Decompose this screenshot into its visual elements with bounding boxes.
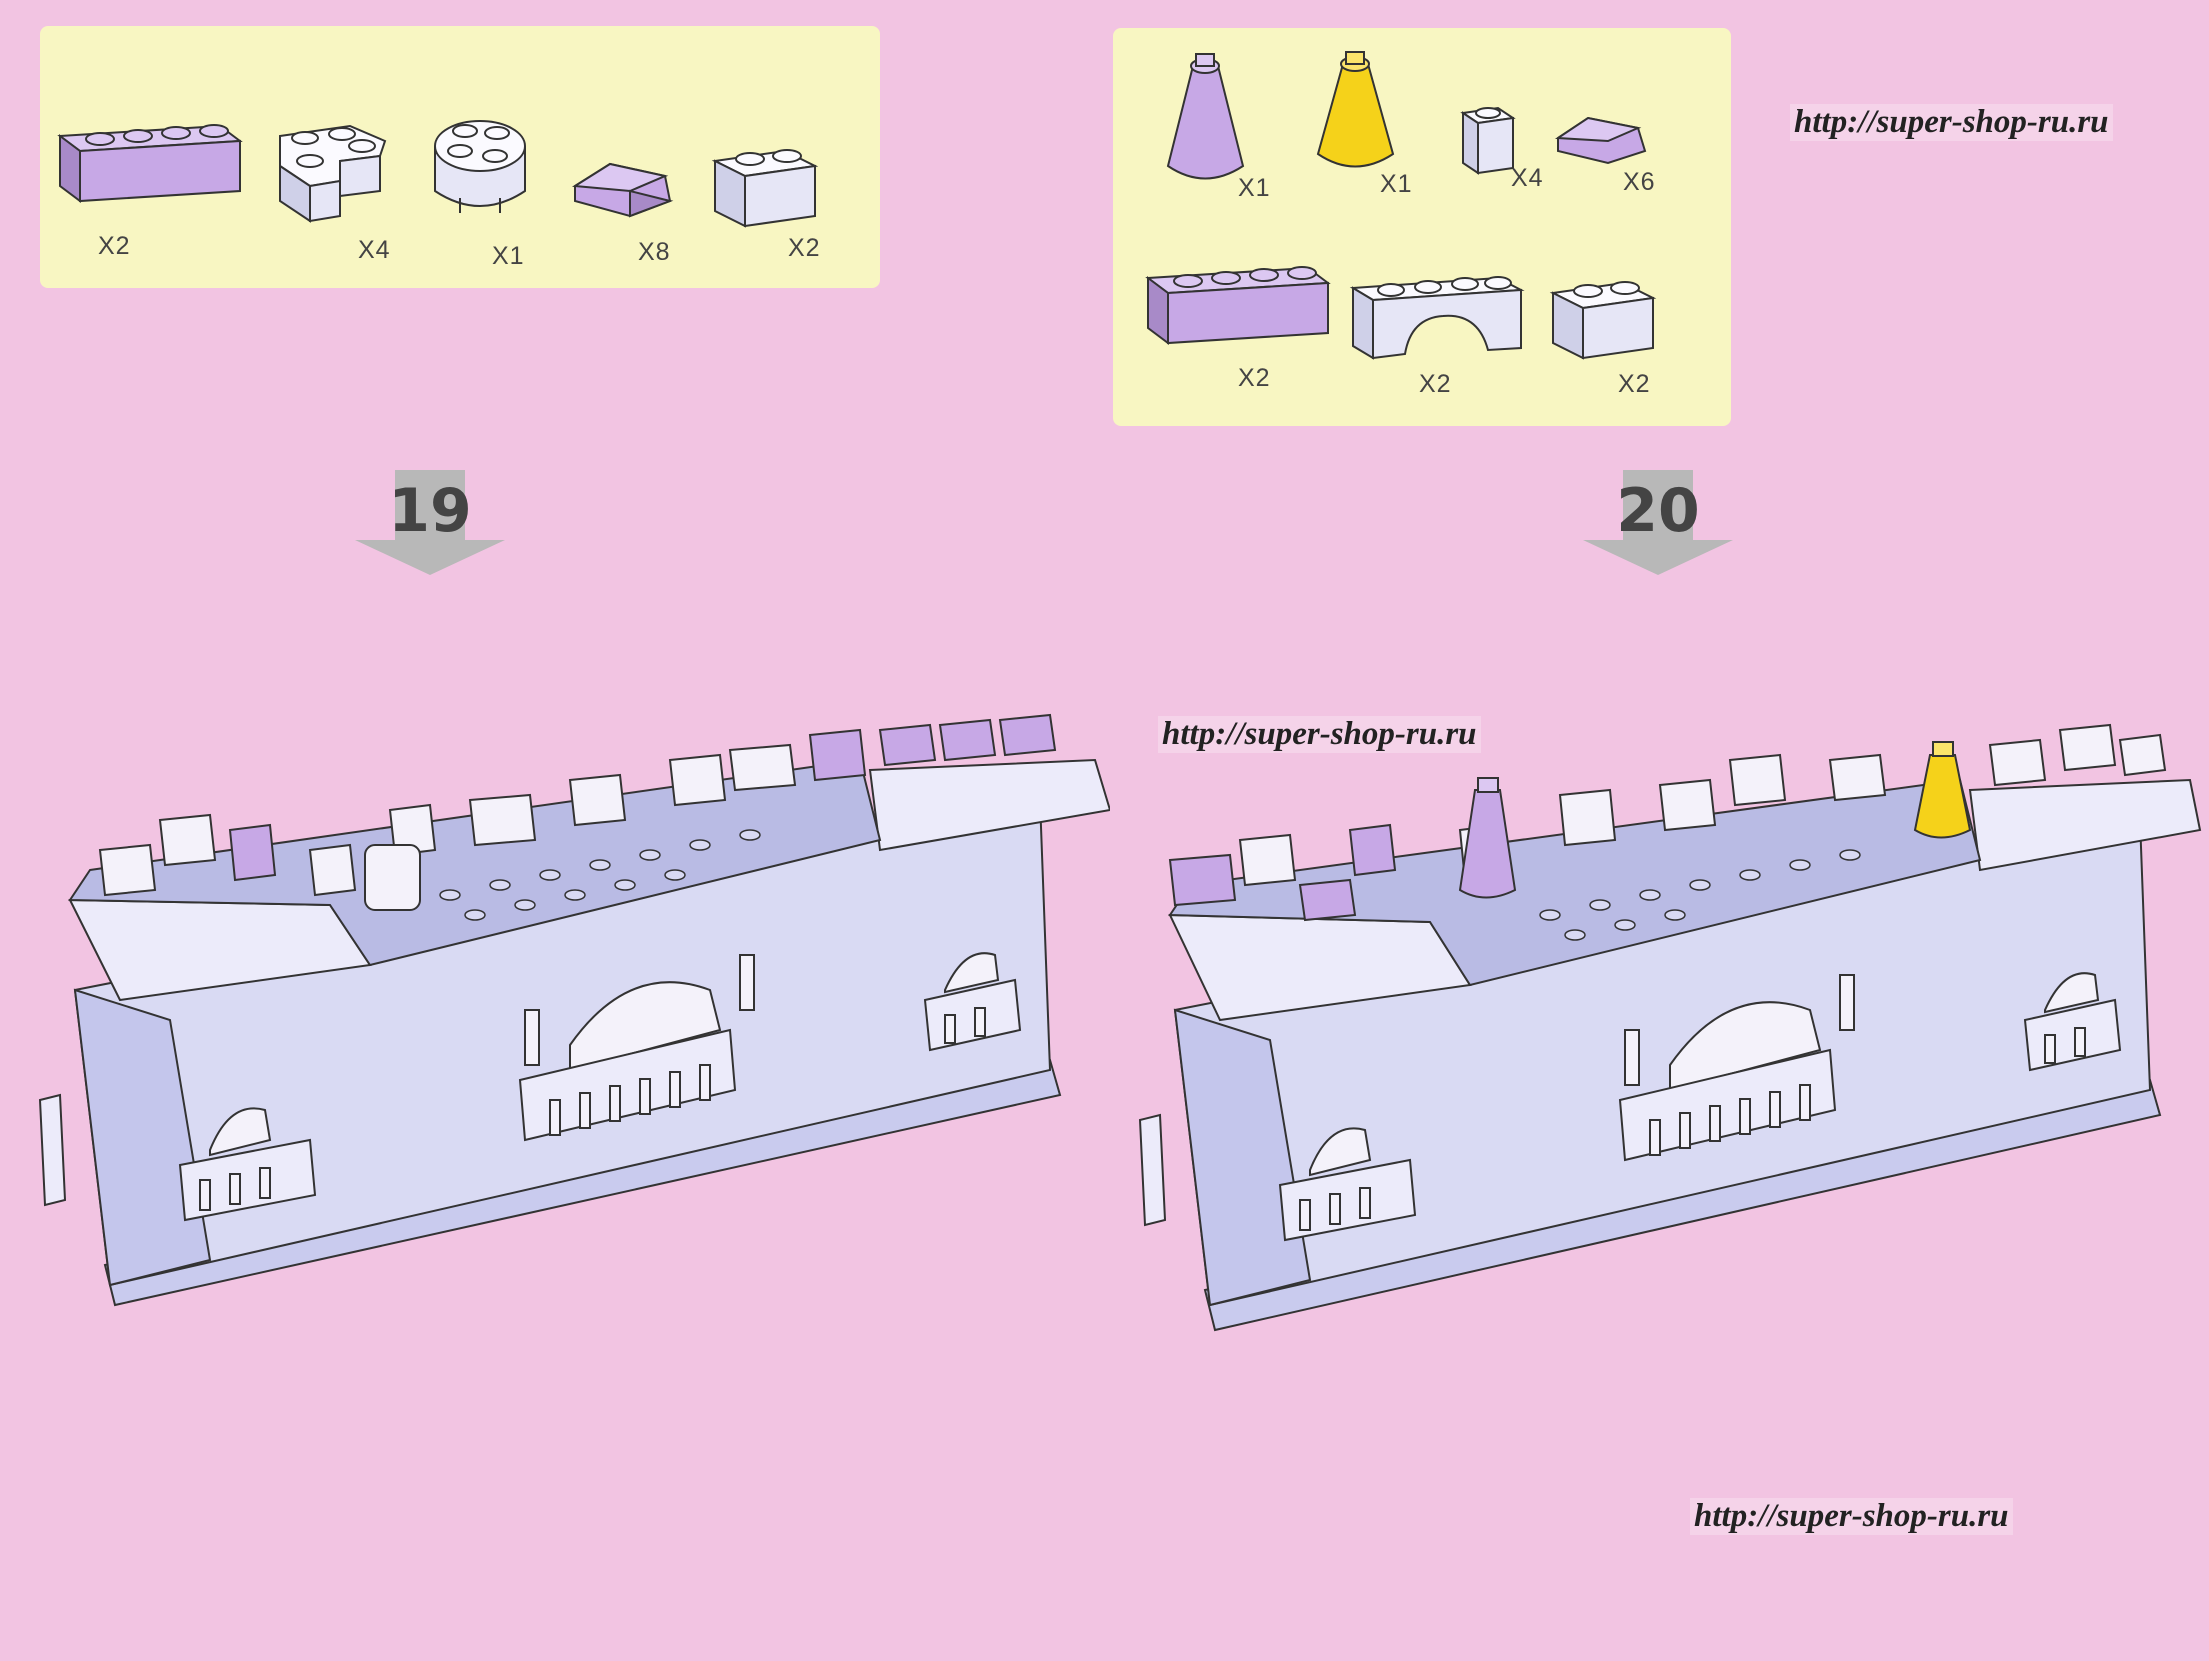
yellow-cone-icon xyxy=(1316,51,1395,168)
lavender-brick-1x4-icon xyxy=(57,124,243,203)
castle-wall-build-step-19 xyxy=(38,713,1110,1307)
lavender-slope-tile-icon xyxy=(1554,116,1647,165)
step-number-20: 20 xyxy=(1578,470,1738,580)
watermark-url: http://super-shop-ru.ru xyxy=(1790,104,2113,141)
watermark-url: http://super-shop-ru.ru xyxy=(1158,716,1481,753)
lavender-slope-tile-icon xyxy=(571,162,674,218)
white-arch-brick-icon xyxy=(1349,276,1525,360)
part-quantity: X2 xyxy=(1618,370,1651,398)
down-arrow-icon xyxy=(1583,470,1733,575)
white-brick-1x2-icon xyxy=(711,149,819,228)
parts-panel-step-20: X1 X1 X4 X6 X2 X2 xyxy=(1113,28,1731,426)
down-arrow-icon xyxy=(355,470,505,575)
part-quantity: X2 xyxy=(1238,364,1271,392)
part-quantity: X6 xyxy=(1623,168,1656,196)
white-brick-1x1-icon xyxy=(1460,106,1516,175)
part-quantity: X4 xyxy=(358,236,391,264)
parts-panel-step-19: X2 X4 X1 X8 X2 xyxy=(40,26,880,288)
part-quantity: X4 xyxy=(1511,164,1544,192)
part-quantity: X2 xyxy=(788,234,821,262)
castle-wall-build-step-20 xyxy=(1138,723,2202,1332)
white-corner-brick-icon xyxy=(279,124,387,223)
lavender-brick-1x4-icon xyxy=(1145,266,1331,345)
part-quantity: X2 xyxy=(98,232,131,260)
part-quantity: X1 xyxy=(1238,174,1271,202)
step-number-19: 19 xyxy=(350,470,510,580)
watermark-url: http://super-shop-ru.ru xyxy=(1690,1498,2013,1535)
lavender-cone-icon xyxy=(1166,53,1245,180)
part-quantity: X1 xyxy=(1380,170,1413,198)
part-quantity: X1 xyxy=(492,242,525,270)
white-round-brick-2x2-icon xyxy=(434,120,526,213)
white-brick-1x2-icon xyxy=(1549,281,1657,360)
part-quantity: X2 xyxy=(1419,370,1452,398)
part-quantity: X8 xyxy=(638,238,671,266)
